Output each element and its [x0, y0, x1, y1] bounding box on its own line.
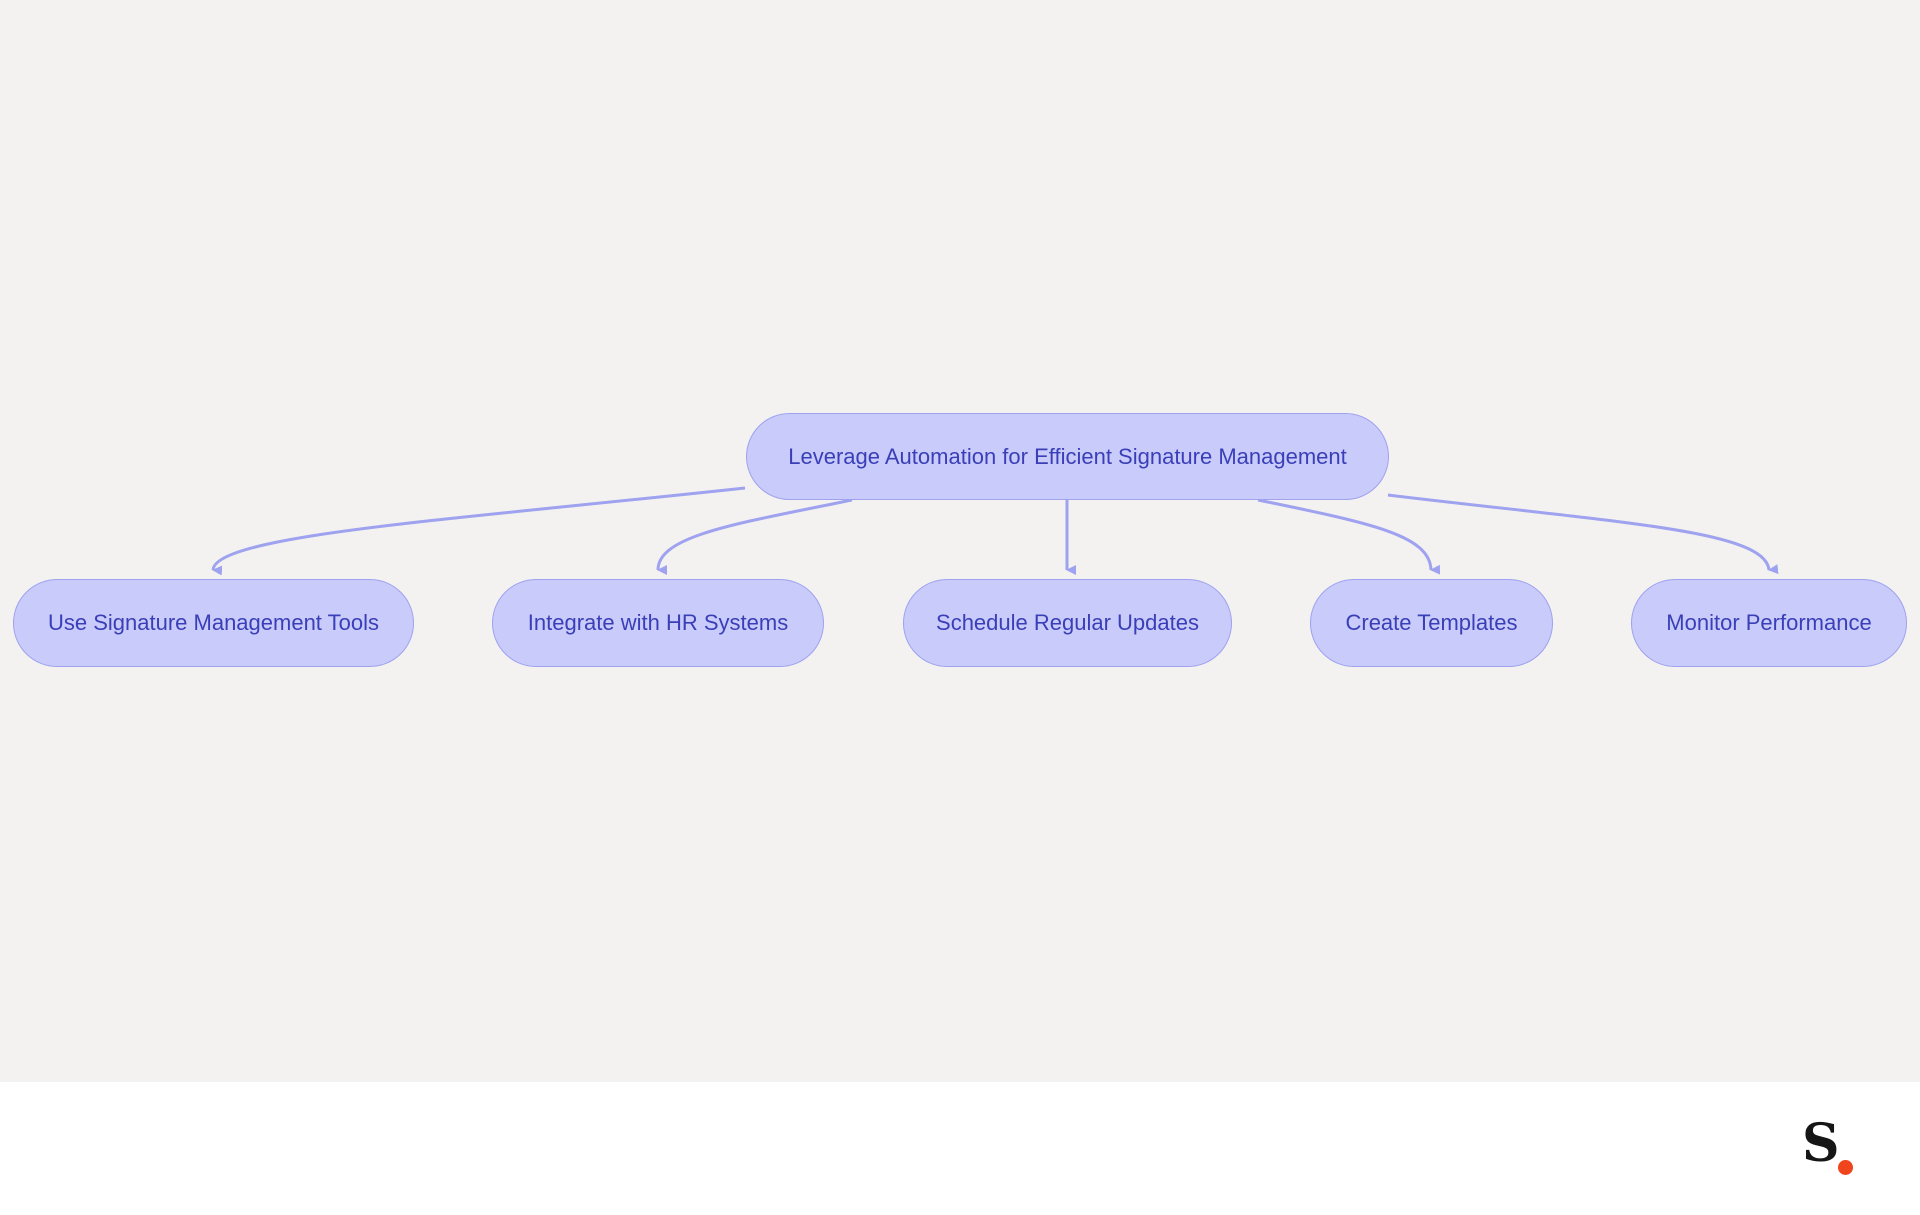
diagram-edges [211, 486, 1779, 576]
root-node-label: Leverage Automation for Efficient Signat… [788, 443, 1347, 469]
node-monitor-performance: Monitor Performance [1631, 579, 1907, 667]
node-label: Create Templates [1345, 610, 1518, 635]
footer [0, 1082, 1920, 1215]
node-label: Use Signature Management Tools [47, 610, 379, 635]
node-label: Monitor Performance [1666, 610, 1872, 635]
brand-logo: S [1802, 1118, 1862, 1184]
edge-to-use-signature-management-tools [211, 486, 746, 576]
node-label: Schedule Regular Updates [936, 610, 1199, 635]
edge-to-monitor-performance [1387, 493, 1779, 575]
edge-to-create-templates [1257, 498, 1441, 575]
root-node: Leverage Automation for Efficient Signat… [746, 413, 1389, 500]
node-use-signature-management-tools: Use Signature Management Tools [13, 579, 414, 667]
node-create-templates: Create Templates [1310, 579, 1553, 667]
edge-to-integrate-with-hr-systems [656, 498, 853, 576]
brand-logo-letter: S [1802, 1113, 1840, 1174]
brand-logo-dot-icon [1838, 1160, 1853, 1175]
node-integrate-with-hr-systems: Integrate with HR Systems [492, 579, 824, 667]
node-label: Integrate with HR Systems [527, 610, 789, 635]
diagram-canvas: Leverage Automation for Efficient Signat… [0, 0, 1920, 1082]
node-schedule-regular-updates: Schedule Regular Updates [903, 579, 1232, 667]
